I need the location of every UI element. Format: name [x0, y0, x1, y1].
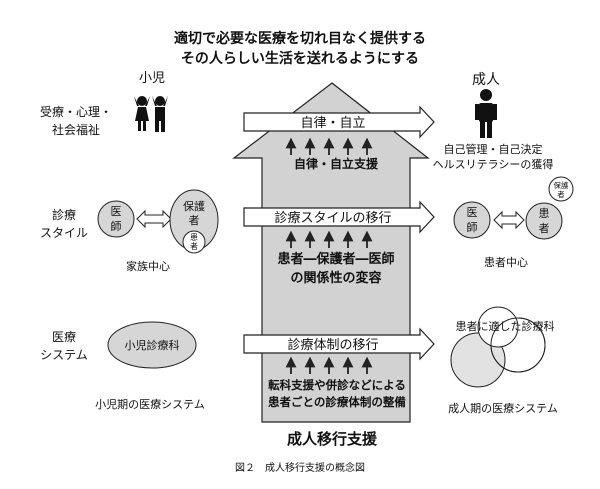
- title-line-1: 適切で必要な医療を切れ目なく提供する: [174, 30, 426, 47]
- column-adult: 成人: [472, 72, 500, 88]
- adult-double-arrow: [493, 210, 525, 230]
- row-label-system-2: システム: [40, 348, 88, 362]
- adult-self-management-2: ヘルスリテラシーの獲得: [433, 158, 554, 171]
- arrow-autonomy: [243, 105, 435, 139]
- adult-patient-center: 患者中心: [484, 256, 528, 269]
- small-up-arrows: [285, 137, 373, 374]
- adult-patient-circle: [525, 202, 563, 240]
- adult-doctor-label-1: 医: [467, 206, 478, 219]
- adult-guardian-label-2: 者: [557, 190, 565, 199]
- adult-guardian-label-1: 保護: [554, 180, 569, 190]
- child-doctor-label-2: 師: [111, 220, 122, 233]
- row-label-system: 医療: [52, 330, 76, 344]
- adult-self-management-1: 自己管理・自己決定: [444, 142, 543, 156]
- title-line-2: その人らしい生活を送れるようにする: [181, 50, 419, 67]
- row-label-style-2: スタイル: [40, 226, 88, 240]
- adult-suitable-dept-label: 患者に適した診療科: [456, 319, 555, 333]
- adult-doctor-label-2: 師: [467, 221, 478, 234]
- arrow-system-transition: [243, 327, 435, 361]
- pediatric-dept-ellipse: [107, 321, 197, 369]
- child-guardian-label-2: 者: [189, 214, 200, 227]
- adult-patient-label-1: 患: [539, 207, 550, 220]
- child-guardian-label-1: 保護: [183, 199, 205, 213]
- adult-system-label: 成人期の医療システム: [448, 401, 558, 415]
- arrow-style-transition: [243, 200, 435, 234]
- adult-patient-label-2: 者: [539, 222, 550, 235]
- center-relationship-1: 患者―保護者―医師: [277, 251, 394, 267]
- center-system-2: 患者ごとの診療体制の整備: [268, 395, 406, 409]
- pediatric-system-label: 小児期の医療システム: [95, 397, 205, 411]
- center-relationship-2: の関係性の変容: [290, 270, 381, 286]
- arrow-system-label: 診療体制の移行: [287, 337, 378, 353]
- child-double-arrow: [136, 209, 172, 229]
- adult-icon: [475, 89, 497, 138]
- child-doctor-label-1: 医: [111, 205, 122, 218]
- arrow-autonomy-label: 自律・自立: [300, 116, 365, 131]
- center-autonomy-support: 自律・自立支援: [294, 156, 379, 171]
- row-label-style: 診療: [52, 207, 76, 222]
- adult-doctor-circle: [453, 201, 491, 239]
- child-patient-label-2: 者: [190, 242, 198, 251]
- center-bottom-label: 成人移行支援: [287, 430, 378, 448]
- column-child: 小児: [139, 71, 165, 86]
- row-label-care-2: 社会福祉: [52, 122, 100, 137]
- pediatric-dept-label: 小児診療科: [125, 338, 180, 352]
- child-doctor-circle: [97, 200, 135, 238]
- children-icon: [134, 96, 168, 132]
- child-patient-circle: [182, 230, 206, 254]
- figure-caption: 図２ 成人移行支援の概念図: [235, 461, 365, 474]
- adult-guardian-circle: [548, 176, 574, 202]
- adult-system-venn: [450, 306, 546, 388]
- row-label-care: 受療・心理・: [40, 105, 112, 119]
- center-system-1: 転科支援や併診などによる: [268, 378, 406, 392]
- child-patient-label-1: 患: [190, 232, 198, 242]
- arrow-style-label: 診療スタイルの移行: [274, 210, 391, 226]
- child-family-center: 家族中心: [126, 259, 170, 273]
